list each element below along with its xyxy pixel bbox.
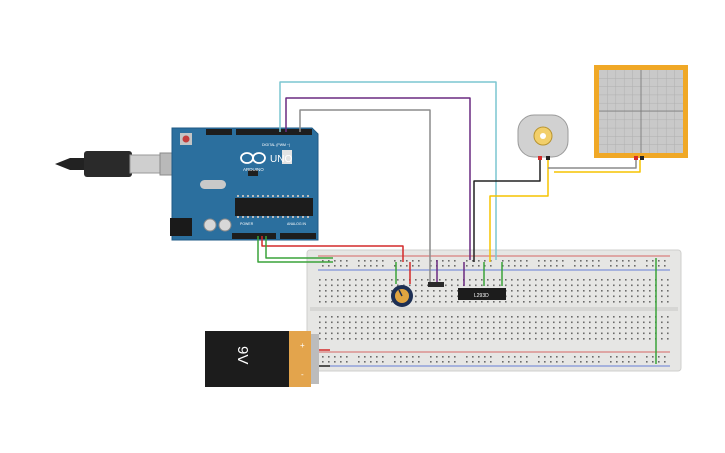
wires (257, 81, 657, 367)
wire-green (257, 236, 333, 263)
battery-9v[interactable]: 9V + - (205, 331, 319, 387)
wire-black-motor (473, 158, 541, 262)
dc-motor-icon[interactable] (517, 114, 569, 160)
wire-red (261, 236, 404, 262)
battery-plus: + (300, 341, 305, 350)
usb-plug-icon[interactable] (55, 151, 179, 177)
wire-gray-scope (548, 160, 637, 169)
arduino-model: UNO (270, 154, 292, 165)
wire-purple (285, 97, 471, 260)
arduino-logo (240, 152, 266, 164)
power-label: POWER (240, 222, 254, 226)
wire-cyan (279, 81, 497, 260)
wire-gray (299, 109, 431, 285)
breadboard[interactable] (306, 249, 682, 372)
potentiometer-icon[interactable] (391, 285, 413, 307)
arduino-brand: ARDUINO (243, 167, 264, 172)
small-component[interactable] (428, 282, 444, 287)
wire-green-2 (265, 236, 333, 259)
atmega-pins (237, 195, 309, 218)
motor-driver-label: L293D (474, 293, 489, 299)
wire-yellow-scope (554, 160, 641, 173)
battery-label: 9V (234, 346, 251, 364)
oscilloscope-icon[interactable] (594, 65, 688, 160)
wire-yellow-motor (489, 158, 549, 262)
arduino-uno[interactable]: UNO ARDUINO DIGITAL (PWM ~) POWER ANALOG… (55, 127, 319, 241)
digital-label: DIGITAL (PWM ~) (262, 143, 290, 147)
motor-driver-chip[interactable]: L293D (458, 288, 506, 300)
analog-label: ANALOG IN (287, 222, 307, 226)
battery-minus: - (301, 370, 304, 379)
